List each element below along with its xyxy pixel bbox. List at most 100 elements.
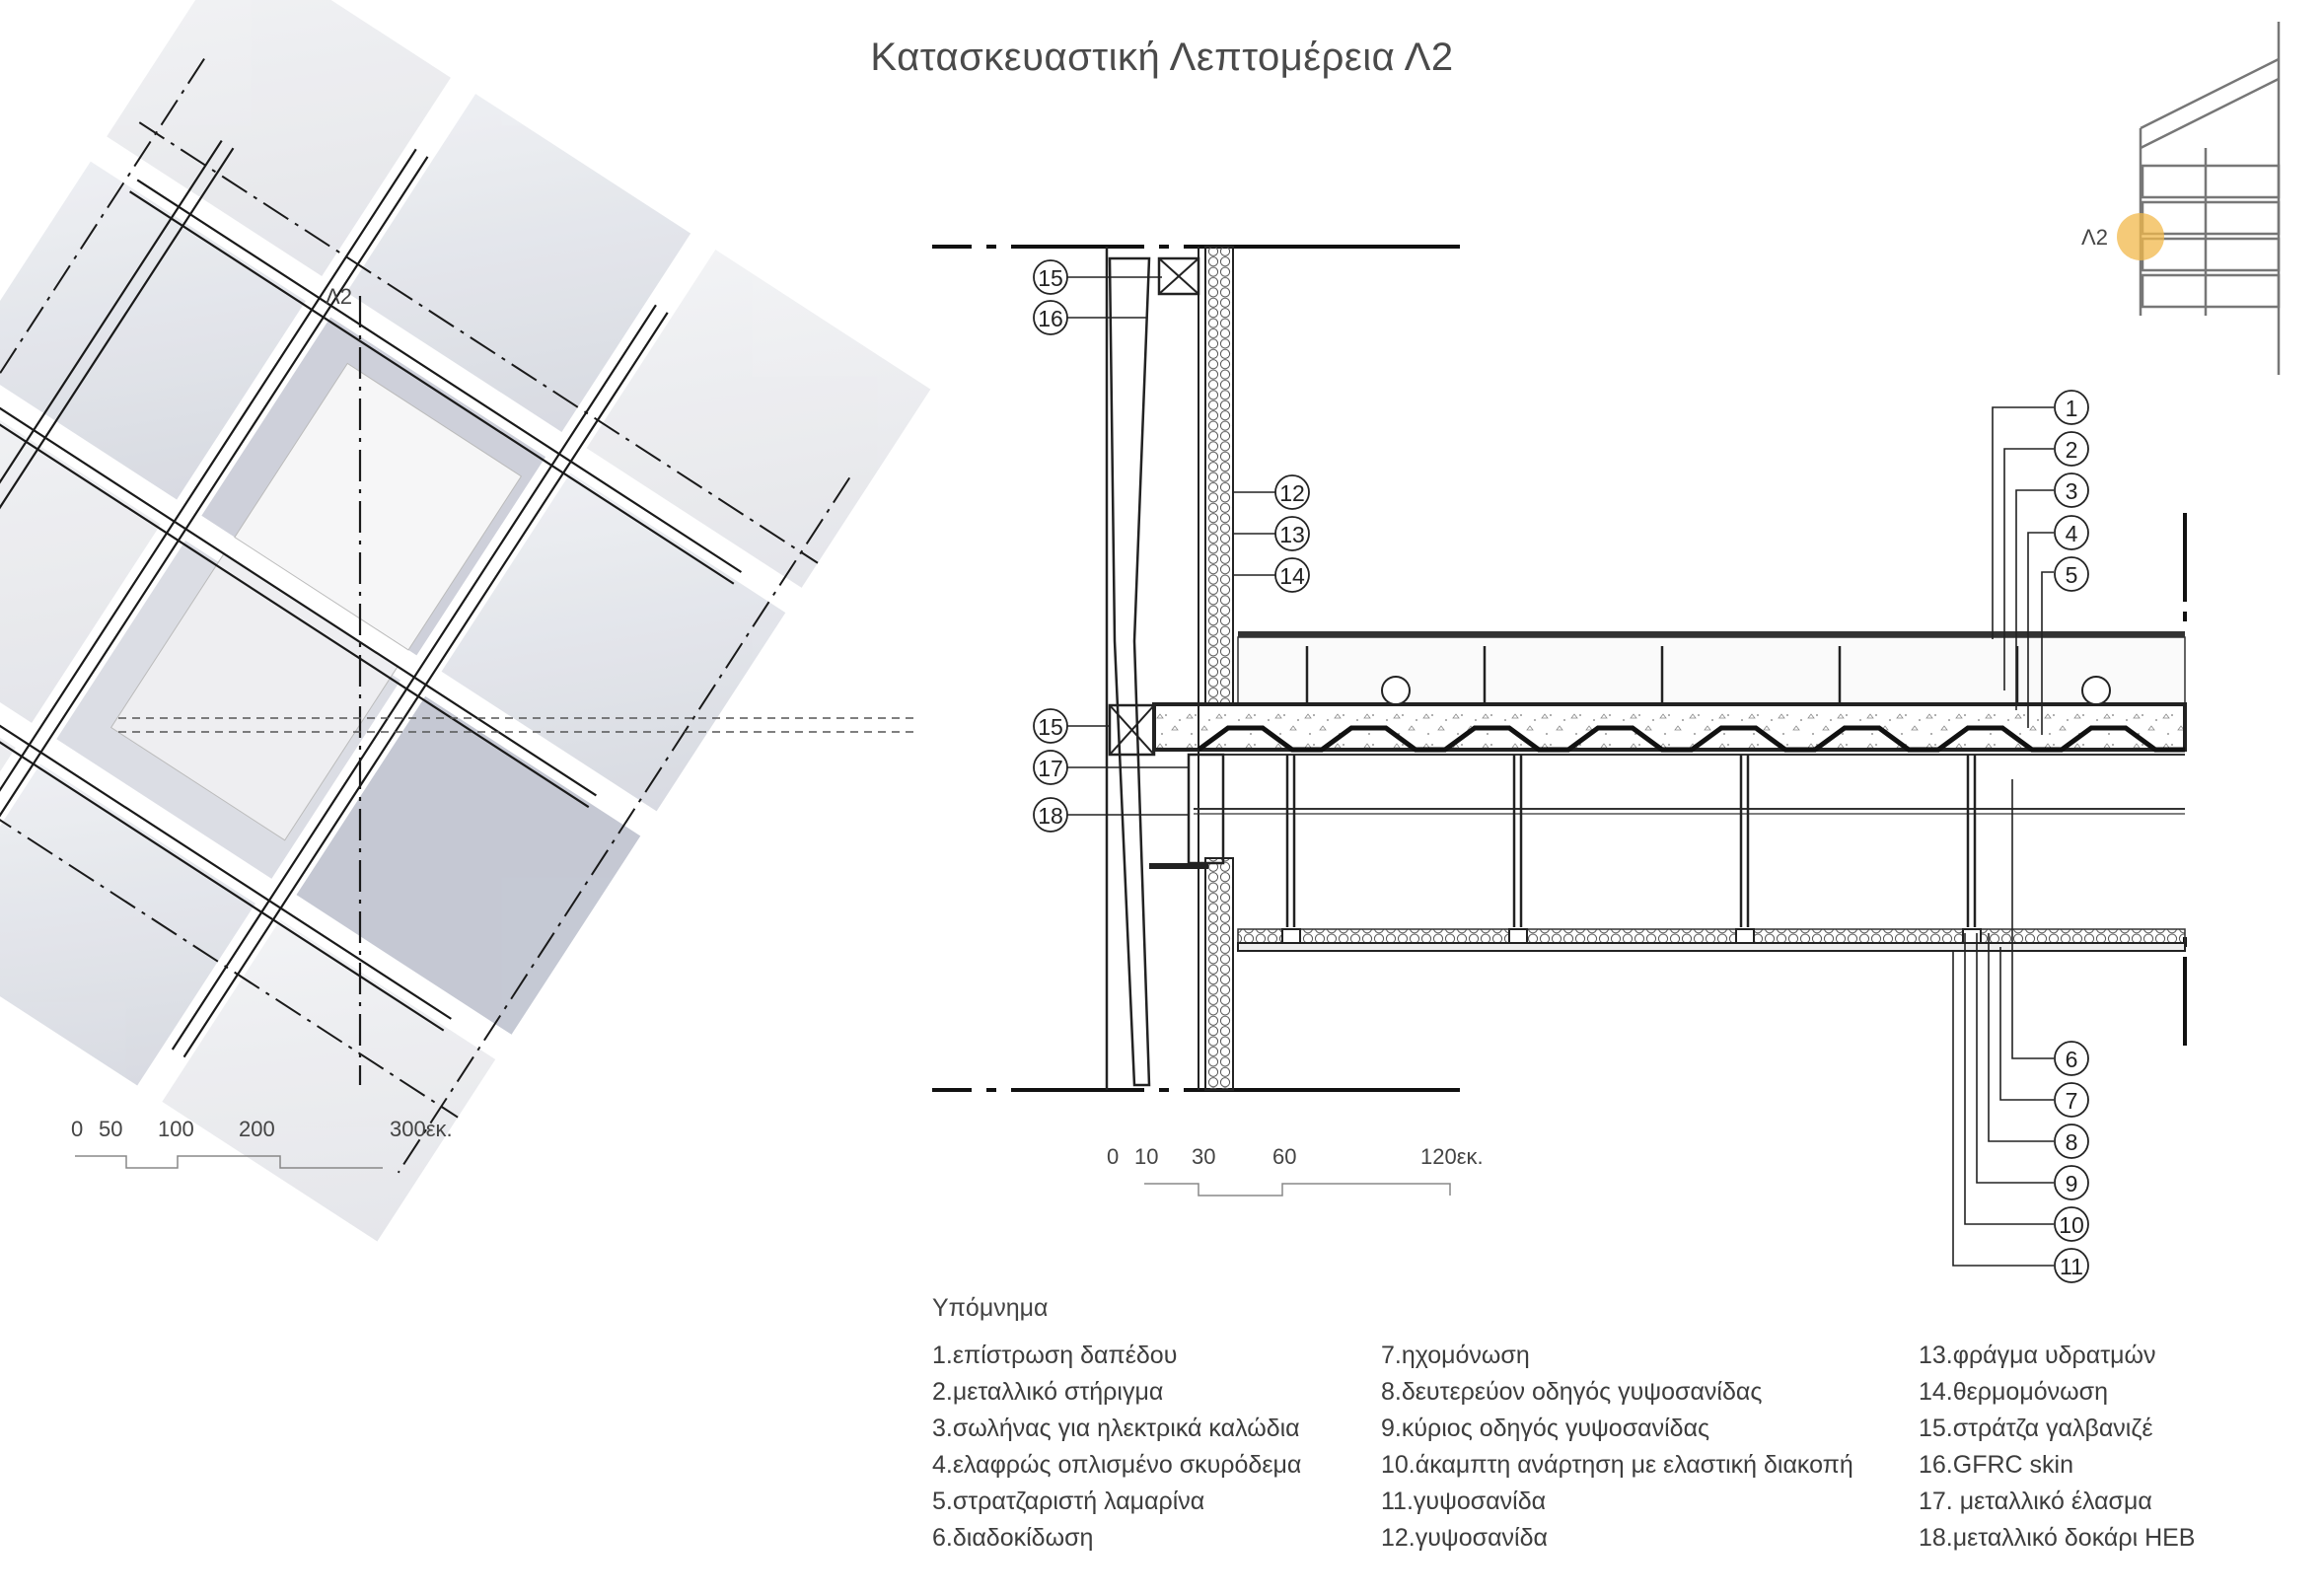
callout-13: 13: [1274, 516, 1310, 551]
insulation-lower: [1204, 857, 1234, 1091]
callout-label: 12: [1279, 480, 1305, 506]
callout-11: 11: [2054, 1248, 2089, 1283]
plan-scale-label: 300εκ.: [390, 1117, 453, 1141]
callouts: 1 2 3 4 5 6 7 8 9 10 11 12 13 14 15 16 1…: [1033, 259, 2089, 1283]
page-title: Κατασκευαστική Λεπτομέρεια Λ2: [870, 36, 1454, 79]
legend-item: 16.GFRC skin: [1919, 1451, 2073, 1479]
ceiling-board: [1237, 942, 2186, 952]
callout-5: 5: [2054, 556, 2089, 592]
key-plan: [2139, 22, 2281, 375]
callout-label: 18: [1038, 803, 1063, 829]
ceiling-runners: [1281, 928, 1982, 944]
legend-item: 18.μεταλλικό δοκάρι HEB: [1919, 1524, 2196, 1552]
plan-view: [0, 0, 931, 1242]
section-view: [932, 245, 2187, 1267]
section-scale-label: 60: [1272, 1144, 1296, 1169]
legend-item: 14.θερμομόνωση: [1919, 1378, 2108, 1406]
plan-panel: [234, 362, 523, 651]
plan-scale-label: 200: [239, 1117, 275, 1141]
callout-label: 9: [2066, 1171, 2078, 1197]
callout-14: 14: [1274, 557, 1310, 593]
insulation-upper: [1204, 246, 1234, 706]
legend-item: 1.επίστρωση δαπέδου: [932, 1342, 1178, 1369]
callout-label: 15: [1038, 714, 1063, 740]
callout-label: 4: [2066, 521, 2078, 546]
gfrc-skin: [1108, 256, 1151, 1087]
callout-label: 13: [1279, 522, 1305, 547]
section-scale-bar: 0 10 30 60 120εκ.: [1107, 1144, 1484, 1197]
floor-finish: [1238, 631, 2185, 637]
legend-item: 15.στράτζα γαλβανιζέ: [1919, 1415, 2153, 1442]
trapezoidal-sheet: [1197, 725, 2185, 753]
callout-label: 11: [2060, 1254, 2083, 1279]
callout-8: 8: [2054, 1124, 2089, 1159]
legend-item: 6.διαδοκίδωση: [932, 1524, 1094, 1552]
callout-label: 8: [2066, 1129, 2078, 1155]
plan-beams: [0, 139, 743, 1058]
legend-column-2: 7.ηχομόνωση 8.δευτερεύον οδηγός γυψοσανί…: [1381, 1338, 1853, 1557]
callout-label: 5: [2066, 562, 2078, 588]
legend-item: 11.γυψοσανίδα: [1381, 1487, 1547, 1515]
legend-item: 7.ηχομόνωση: [1381, 1342, 1530, 1369]
callout-6: 6: [2054, 1041, 2089, 1076]
legend-title: Υπόμνημα: [932, 1294, 1049, 1322]
steel-plate: [1149, 863, 1208, 869]
callout-1: 1: [2054, 390, 2089, 425]
legend-item: 4.ελαφρώς οπλισμένο σκυρόδεμα: [932, 1451, 1302, 1479]
legend-item: 13.φράγμα υδρατμών: [1919, 1342, 2156, 1369]
conduit: [1381, 676, 1411, 705]
legend-item: 8.δευτερεύον οδηγός γυψοσανίδας: [1381, 1378, 1763, 1406]
callout-15-slab: 15: [1033, 708, 1068, 744]
section-scale-label: 120εκ.: [1420, 1144, 1484, 1169]
conduit: [2081, 676, 2111, 705]
section-scale-label: 10: [1134, 1144, 1158, 1169]
legend-item: 17. μεταλλικό έλασμα: [1919, 1487, 2152, 1515]
keyplan-label: Λ2: [2081, 225, 2108, 250]
callout-10: 10: [2054, 1206, 2089, 1242]
callout-label: 6: [2066, 1047, 2078, 1072]
callout-4: 4: [2054, 515, 2089, 550]
legend-column-1: 1.επίστρωση δαπέδου 2.μεταλλικό στήριγμα…: [932, 1338, 1301, 1557]
section-scale-label: 0: [1107, 1144, 1119, 1169]
legend-item: 3.σωλήνας για ηλεκτρικά καλώδια: [932, 1415, 1300, 1442]
legend: Υπόμνημα 1.επίστρωση δαπέδου 2.μεταλλικό…: [932, 1294, 2313, 1590]
leader-lines: [1044, 276, 2054, 1267]
concrete-slab: [1152, 702, 2187, 752]
legend-column-3: 13.φράγμα υδρατμών 14.θερμομόνωση 15.στρ…: [1919, 1338, 2195, 1557]
callout-label: 17: [1038, 756, 1063, 781]
plan-scale-bar: 0 50 100 200 300εκ.: [71, 1117, 453, 1169]
keyplan-highlight-marker: [2117, 213, 2164, 260]
acoustic-insulation: [1237, 928, 2186, 944]
callout-9: 9: [2054, 1165, 2089, 1200]
callout-label: 2: [2066, 437, 2078, 463]
callout-label: 16: [1038, 306, 1063, 331]
callout-label: 10: [2059, 1212, 2084, 1238]
callout-17: 17: [1033, 750, 1068, 785]
plan-scale-label: 50: [99, 1117, 122, 1141]
rigid-hangers: [1285, 646, 2019, 927]
galvanized-profile-top: [1157, 256, 1200, 296]
plan-scale-label: 0: [71, 1117, 83, 1141]
legend-item: 2.μεταλλικό στήριγμα: [932, 1378, 1164, 1406]
plan-section-label: Λ2: [326, 284, 352, 309]
callout-15-top: 15: [1033, 259, 1068, 295]
section-scale-label: 30: [1192, 1144, 1215, 1169]
callout-label: 1: [2066, 396, 2078, 421]
plan-scale-label: 100: [158, 1117, 194, 1141]
legend-item: 5.στρατζαριστή λαμαρίνα: [932, 1487, 1205, 1515]
callout-16: 16: [1033, 300, 1068, 335]
callout-label: 15: [1038, 265, 1063, 291]
callout-label: 7: [2066, 1088, 2078, 1114]
callout-2: 2: [2054, 431, 2089, 467]
legend-item: 12.γυψοσανίδα: [1381, 1524, 1548, 1552]
legend-item: 10.άκαμπτη ανάρτηση με ελαστική διακοπή: [1381, 1451, 1853, 1479]
callout-12: 12: [1274, 474, 1310, 510]
callout-label: 3: [2066, 478, 2078, 504]
callout-7: 7: [2054, 1082, 2089, 1118]
callout-18: 18: [1033, 797, 1068, 833]
callout-3: 3: [2054, 472, 2089, 508]
plan-shading: [0, 0, 931, 1242]
legend-item: 9.κύριος οδηγός γυψοσανίδας: [1381, 1415, 1710, 1442]
floor-void: [1237, 636, 2186, 705]
